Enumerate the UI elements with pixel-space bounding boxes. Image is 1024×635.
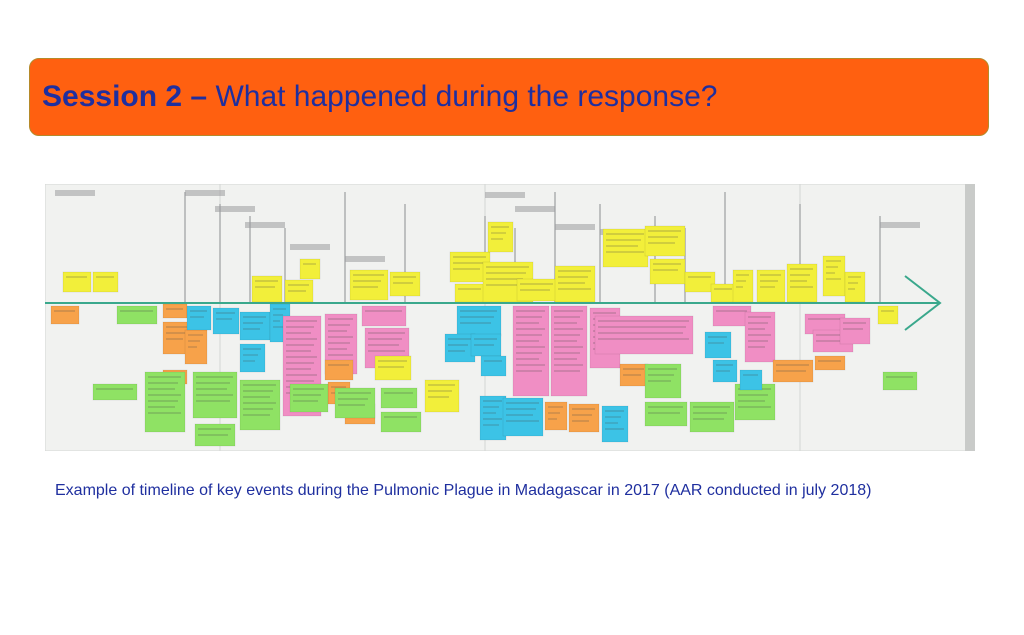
sticky-note — [456, 305, 502, 337]
sticky-note — [550, 305, 588, 397]
handwritten-heading — [515, 206, 555, 212]
handwritten-heading — [185, 190, 225, 196]
session-title-bar: Session 2 – What happened during the res… — [29, 58, 989, 136]
sticky-note — [92, 271, 119, 293]
wall-edge — [965, 184, 975, 451]
sticky-note — [502, 397, 544, 437]
sticky-note — [289, 383, 329, 413]
sticky-note — [212, 307, 240, 335]
sticky-note — [62, 271, 92, 293]
sticky-note — [380, 387, 418, 409]
session-title: Session 2 – What happened during the res… — [42, 80, 717, 114]
photo-caption: Example of timeline of key events during… — [55, 482, 872, 499]
sticky-note — [479, 395, 507, 441]
sticky-note — [324, 359, 354, 381]
sticky-note — [251, 275, 283, 303]
handwritten-heading — [345, 256, 385, 262]
sticky-note — [877, 305, 899, 325]
sticky-note — [814, 355, 846, 371]
handwritten-heading — [55, 190, 95, 196]
sticky-note — [116, 305, 158, 325]
sticky-note — [839, 317, 871, 345]
sticky-note — [186, 305, 212, 331]
sticky-note — [744, 311, 776, 363]
sticky-note — [739, 369, 763, 391]
sticky-note — [389, 271, 421, 297]
sticky-note — [92, 383, 138, 401]
sticky-note — [882, 371, 918, 391]
sticky-note — [594, 315, 694, 355]
sticky-note — [239, 311, 271, 341]
sticky-note — [144, 371, 186, 433]
sticky-note — [786, 263, 818, 303]
sticky-note — [704, 331, 732, 359]
sticky-note — [602, 228, 649, 268]
sticky-note — [487, 221, 514, 253]
sticky-note — [649, 258, 686, 285]
sticky-note — [710, 283, 737, 303]
session-question: What happened during the response? — [215, 80, 718, 113]
handwritten-heading — [555, 224, 595, 230]
sticky-note — [689, 401, 735, 433]
sticky-note — [844, 271, 866, 303]
sticky-note — [361, 305, 407, 327]
sticky-note — [644, 401, 688, 427]
title-dash: – — [182, 80, 216, 113]
sticky-note — [239, 343, 266, 373]
sticky-note — [334, 387, 376, 419]
sticky-note — [644, 225, 686, 257]
sticky-note — [299, 258, 321, 280]
sticky-note — [568, 403, 600, 433]
sticky-note — [50, 305, 80, 325]
sticky-note — [480, 355, 507, 377]
timeline-arrowhead — [904, 275, 942, 331]
handwritten-heading — [485, 192, 525, 198]
sticky-note — [454, 283, 486, 303]
sticky-note — [554, 265, 596, 303]
sticky-note — [444, 333, 476, 363]
handwritten-heading — [215, 206, 255, 212]
sticky-note — [239, 379, 281, 431]
sticky-note — [544, 401, 568, 431]
sticky-note — [822, 255, 846, 297]
sticky-note — [601, 405, 629, 443]
sticky-note — [684, 271, 716, 293]
handwritten-heading — [290, 244, 330, 250]
handwritten-heading — [880, 222, 920, 228]
timeline-photo — [45, 184, 975, 451]
timeline-wall-image — [45, 184, 975, 451]
sticky-note — [349, 269, 389, 301]
sticky-note — [512, 305, 550, 397]
session-label: Session 2 — [42, 80, 183, 113]
sticky-note — [374, 355, 412, 381]
sticky-note — [380, 411, 422, 433]
sticky-note — [162, 303, 188, 319]
handwritten-heading — [245, 222, 285, 228]
